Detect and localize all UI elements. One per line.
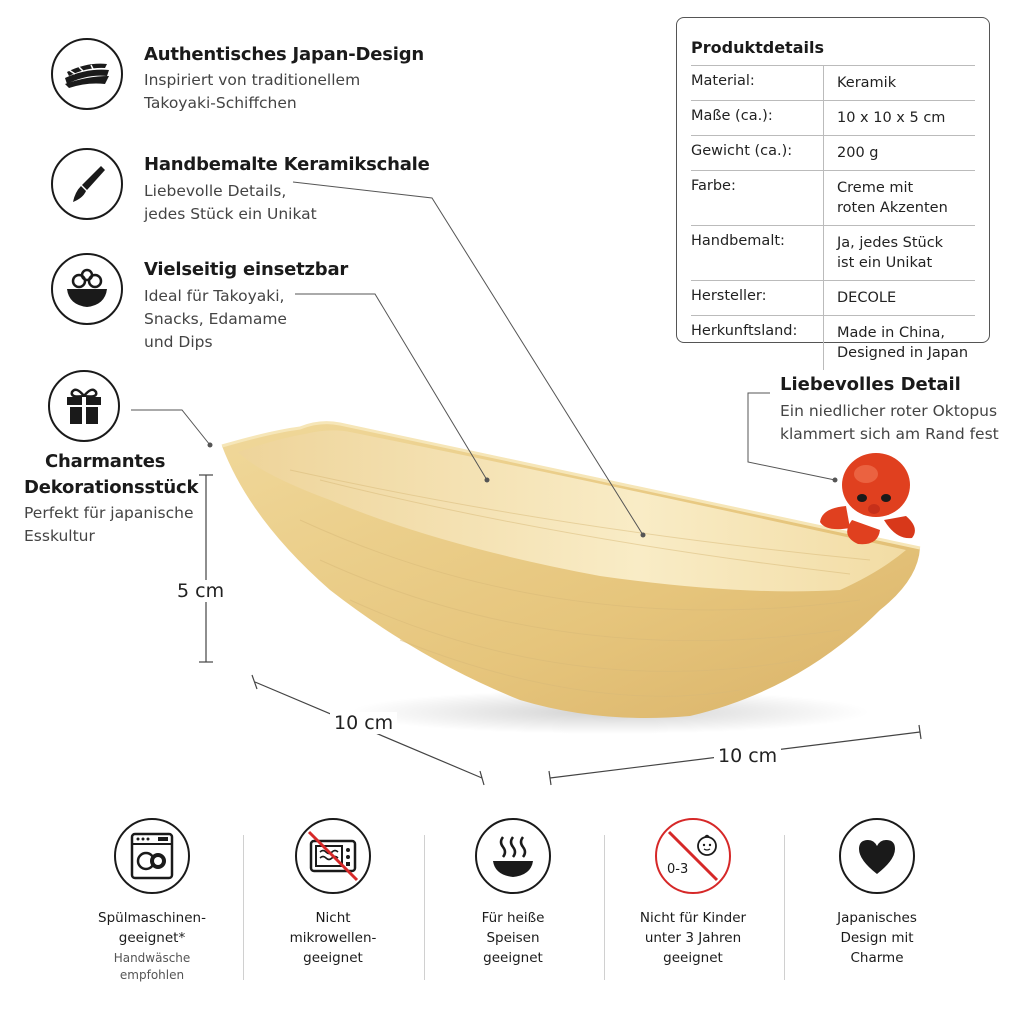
callout-desc-line: Ein niedlicher roter Oktopus: [780, 402, 998, 420]
feature-desc-line: Liebevolle Details,: [144, 182, 287, 200]
feature-desc-line: Takoyaki-Schiffchen: [144, 94, 297, 112]
spec-value: Made in China, Designed in Japan: [837, 325, 969, 361]
spec-value: 200 g: [837, 145, 879, 161]
feature-title: Dekorationsstück: [24, 477, 199, 498]
bowl-rim: [221, 421, 921, 550]
spec-value: DECOLE: [837, 290, 897, 306]
feature-title: Charmantes: [45, 451, 166, 472]
feature-desc-line: Perfekt für japanische: [24, 504, 194, 522]
brush-icon: [51, 148, 123, 220]
gift-icon: [48, 370, 120, 442]
spec-row: Herkunftsland: Made in China, Designed in…: [691, 316, 975, 370]
care-label: Japanisches Design mit Charme: [837, 910, 917, 966]
spec-key: Gewicht (ca.):: [691, 136, 824, 170]
feature-desc-line: Ideal für Takoyaki,: [144, 287, 285, 305]
care-label: Nicht mikrowellen- geeignet: [289, 910, 377, 966]
care-item-microwave: Nicht mikrowellen- geeignet: [258, 818, 408, 968]
feature-desc-line: und Dips: [144, 333, 213, 351]
spec-key: Farbe:: [691, 171, 824, 225]
spec-key: Herkunftsland:: [691, 316, 824, 370]
feature-desc-line: jedes Stück ein Unikat: [144, 205, 317, 223]
product-details-table: Produktdetails Material: Keramik Maße (ca…: [676, 17, 990, 370]
feature-title: Vielseitig einsetzbar: [144, 259, 349, 280]
feature-title: Handbemalte Keramikschale: [144, 154, 430, 175]
spec-value: Ja, jedes Stück ist ein Unikat: [837, 235, 944, 271]
leader-lines: [131, 181, 836, 536]
height-dimension-label: 5 cm: [174, 580, 228, 602]
boat-icon: [51, 38, 123, 110]
care-label: Für heiße Speisen geeignet: [481, 910, 545, 966]
spec-row: Material: Keramik: [691, 66, 975, 101]
hot-food-icon: [475, 818, 551, 894]
divider: [243, 835, 244, 980]
product-details-title: Produktdetails: [691, 26, 975, 66]
spec-row: Handbemalt: Ja, jedes Stück ist ein Unika…: [691, 226, 975, 281]
width-dimension-label: 10 cm: [714, 745, 782, 767]
bowl-ribs: [289, 469, 871, 697]
age-badge: 0-3: [667, 862, 689, 877]
bowl-inner: [238, 430, 906, 592]
no-microwave-icon: [295, 818, 371, 894]
feature-desc-line: Esskultur: [24, 527, 95, 545]
callout-title: Liebevolles Detail: [780, 374, 961, 395]
dishwasher-icon: [114, 818, 190, 894]
feature-desc-line: Inspiriert von traditionellem: [144, 71, 361, 89]
care-label: Nicht für Kinder unter 3 Jahren geeignet: [639, 910, 747, 966]
spec-key: Hersteller:: [691, 281, 824, 315]
care-sublabel: Handwäsche empfohlen: [113, 951, 191, 982]
spec-value: 10 x 10 x 5 cm: [837, 110, 946, 126]
callout-desc-line: klammert sich am Rand fest: [780, 425, 999, 443]
divider: [424, 835, 425, 980]
spec-row: Hersteller: DECOLE: [691, 281, 975, 316]
feature-desc-line: Snacks, Edamame: [144, 310, 287, 328]
care-item-hot-food: Für heiße Speisen geeignet: [438, 818, 588, 968]
spec-row: Farbe: Creme mit roten Akzenten: [691, 171, 975, 226]
divider: [604, 835, 605, 980]
divider: [784, 835, 785, 980]
feature-title: Authentisches Japan-Design: [144, 44, 425, 65]
heart-icon: [839, 818, 915, 894]
octopus-figure: [820, 453, 915, 545]
bowl-food-icon: [51, 253, 123, 325]
care-label: Spülmaschinen- geeignet*: [98, 910, 206, 946]
spec-value: Creme mit roten Akzenten: [837, 180, 948, 216]
care-item-japanese-design: Japanisches Design mit Charme: [802, 818, 952, 968]
depth-dimension-label: 10 cm: [330, 712, 398, 734]
care-item-children: 0-3 Nicht für Kinder unter 3 Jahren geei…: [618, 818, 768, 968]
spec-row: Maße (ca.): 10 x 10 x 5 cm: [691, 101, 975, 136]
spec-key: Handbemalt:: [691, 226, 824, 280]
care-item-dishwasher: Spülmaschinen- geeignet* Handwäsche empf…: [77, 818, 227, 984]
spec-row: Gewicht (ca.): 200 g: [691, 136, 975, 171]
spec-key: Material:: [691, 66, 824, 100]
no-children-icon: 0-3: [655, 818, 731, 894]
spec-key: Maße (ca.):: [691, 101, 824, 135]
spec-value: Keramik: [837, 75, 897, 91]
